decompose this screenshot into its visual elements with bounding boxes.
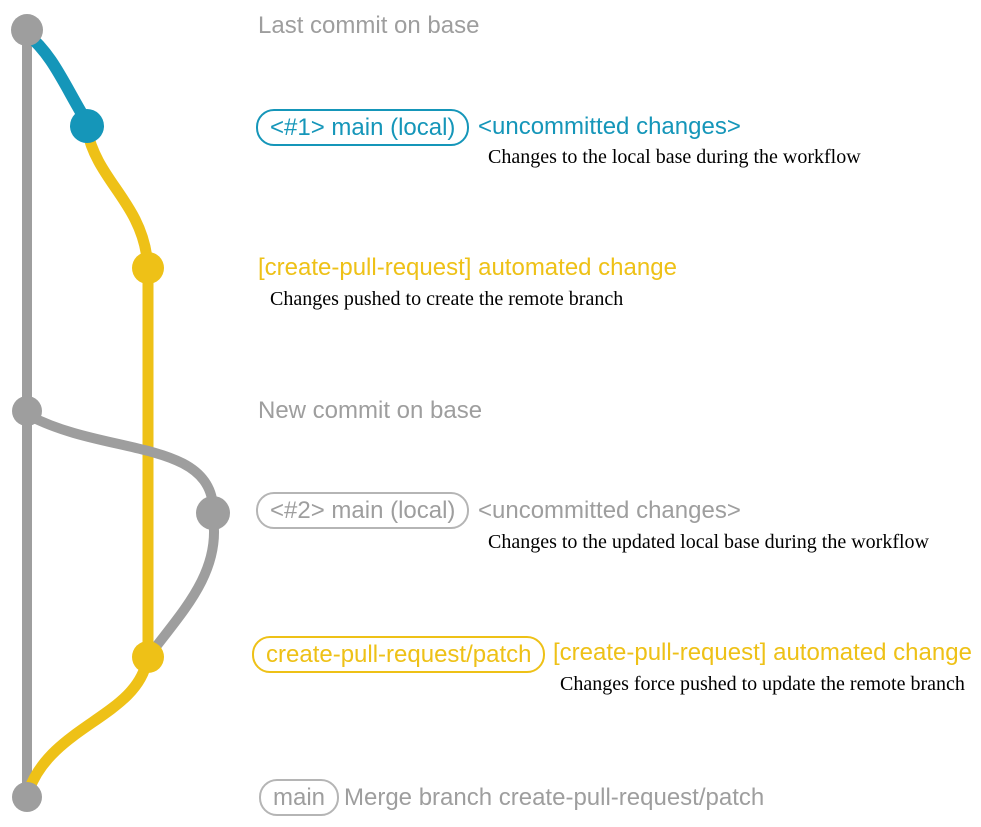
commit-dot-new-base [12,396,42,426]
commit-message-uncommitted-1: <uncommitted changes> [478,113,741,140]
git-graph [11,14,230,812]
commit-note-automated-1: Changes pushed to create the remote bran… [270,288,624,310]
branch-tag-main-local-2: <#2> main (local) [256,492,470,529]
branch-tag-create-pull-request-patch-label: create-pull-request/patch [266,640,532,668]
commit-dot-pr-1 [132,252,164,284]
commit-dot-pr-2 [132,641,164,673]
commit-message-last-base: Last commit on base [258,12,480,39]
commit-message-uncommitted-2: <uncommitted changes> [478,497,741,524]
commit-message-new-base: New commit on base [258,397,483,424]
commit-message-automated-1: [create-pull-request] automated change [258,254,677,281]
commit-dot-local-2 [196,496,230,530]
commit-dot-local-1 [70,109,104,143]
branch-tag-main-local-2-label: <#2> main (local) [270,496,456,524]
pr-branch-curve-top [81,128,153,259]
commit-message-automated-2: [create-pull-request] automated change [553,639,972,666]
commit-dot-last-base [11,14,43,46]
commit-note-automated-2: Changes force pushed to update the remot… [560,673,965,695]
updated-local-curve-return [148,517,220,656]
commit-note-uncommitted-2: Changes to the updated local base during… [488,531,929,553]
branch-tag-main-local-1: <#1> main (local) [256,109,470,146]
branch-tag-main-label: main [273,783,326,811]
branch-tag-main-local-1-label: <#1> main (local) [270,113,456,141]
commit-message-merge: Merge branch create-pull-request/patch [344,784,765,811]
branch-tag-main: main [259,779,340,816]
commit-note-uncommitted-1: Changes to the local base during the wor… [488,146,861,168]
local-changes-curve [23,29,91,123]
updated-local-curve-out [27,411,218,507]
pr-merge-curve [23,658,153,793]
branch-tag-create-pull-request-patch: create-pull-request/patch [252,636,546,673]
commit-dot-merge [12,782,42,812]
